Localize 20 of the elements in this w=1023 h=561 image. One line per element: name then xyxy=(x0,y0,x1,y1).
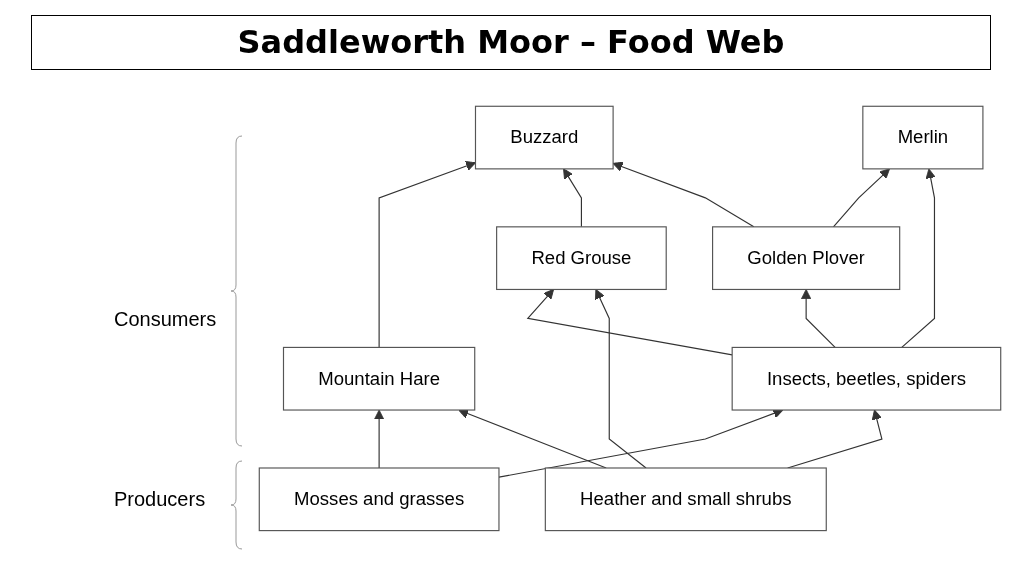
title: Saddleworth Moor – Food Web xyxy=(31,15,991,70)
node-box: Red Grouse xyxy=(496,225,667,290)
node-box: Mountain Hare xyxy=(282,346,476,411)
node-box: Golden Plover xyxy=(712,225,901,290)
node-box: Merlin xyxy=(862,105,984,169)
node-box: Insects, beetles, spiders xyxy=(731,346,1002,411)
arrow xyxy=(901,168,936,348)
arrow xyxy=(563,168,582,227)
arrow xyxy=(374,409,385,469)
group-label: Producers xyxy=(114,488,206,511)
arrow xyxy=(378,160,476,348)
node-box: Mosses and grasses xyxy=(258,467,500,531)
arrow xyxy=(595,288,647,469)
arrow xyxy=(526,288,733,355)
arrow xyxy=(832,168,890,227)
node-box: Buzzard xyxy=(474,105,614,169)
group-label: Consumers xyxy=(114,308,217,331)
arrow xyxy=(498,408,784,478)
arrow xyxy=(801,288,836,348)
node-box: Heather and small shrubs xyxy=(544,467,827,531)
